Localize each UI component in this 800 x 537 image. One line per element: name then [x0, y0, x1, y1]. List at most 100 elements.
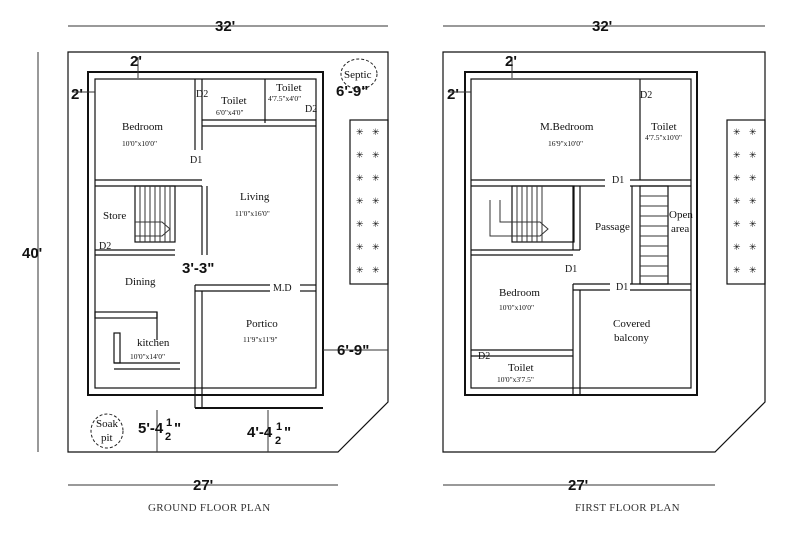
svg-text:✳: ✳	[372, 265, 380, 275]
first-mbedroom-size: 16'9"x10'0"	[548, 139, 583, 148]
first-toilet1-label: Toilet	[651, 121, 677, 133]
first-dim-bottom: 27'	[568, 477, 588, 494]
first-toilet2-label: Toilet	[508, 362, 534, 374]
svg-text:✳: ✳	[733, 196, 741, 206]
svg-text:✳: ✳	[733, 127, 741, 137]
svg-text:✳: ✳	[372, 150, 380, 160]
first-passage-label: Passage	[595, 221, 630, 233]
first-toilet2-size: 10'0"x3'7.5"	[497, 375, 534, 384]
ground-dim-top: 32'	[215, 18, 235, 35]
septic-tank	[340, 58, 378, 90]
svg-text:✳: ✳	[749, 219, 757, 229]
ground-floor-caption: GROUND FLOOR PLAN	[148, 502, 270, 514]
first-balcony-line2: balcony	[614, 332, 649, 344]
first-floor-caption: FIRST FLOOR PLAN	[575, 502, 680, 514]
svg-text:✳: ✳	[356, 173, 364, 183]
ground-living-label: Living	[240, 191, 270, 203]
svg-text:✳: ✳	[749, 173, 757, 183]
ground-door-d2-b: D2	[305, 104, 317, 115]
ground-dim-bottom-left: 5'-4 1 2 "	[138, 417, 181, 443]
ground-garden-strip	[349, 119, 389, 285]
ground-dim-bottom: 27'	[193, 477, 213, 494]
first-dim-inner-left: 2'	[447, 86, 459, 103]
ground-dim-inner-top: 2'	[130, 53, 142, 70]
first-dim-top: 32'	[592, 18, 612, 35]
ground-door-md: M.D	[273, 283, 292, 294]
first-plot-boundary	[442, 51, 766, 453]
first-toilet1-size: 4'7.5"x10'0"	[645, 133, 682, 142]
ground-door-d2-a: D2	[196, 89, 208, 100]
first-open-area-line2: area	[671, 223, 689, 235]
ground-toilet1-label: Toilet	[221, 95, 247, 107]
svg-text:✳: ✳	[356, 219, 364, 229]
svg-text:": "	[284, 424, 291, 441]
svg-text:✳: ✳	[749, 265, 757, 275]
svg-text:✳: ✳	[372, 196, 380, 206]
first-mbedroom-label: M.Bedroom	[540, 121, 594, 133]
ground-portico-label: Portico	[246, 318, 278, 330]
first-staircase	[489, 186, 549, 242]
soak-pit	[90, 413, 124, 449]
svg-text:1: 1	[276, 421, 282, 433]
svg-text:✳: ✳	[749, 150, 757, 160]
first-door-d2-b: D2	[478, 351, 490, 362]
first-outer-wall	[464, 71, 698, 396]
ground-kitchen-size: 10'0"x14'0"	[130, 352, 165, 361]
first-floor-plan: 32' 2' 2' M.Bedroom 16'9"x10'0" D2 Toile…	[442, 18, 766, 514]
ground-dim-middle: 3'-3"	[182, 260, 214, 277]
svg-text:1: 1	[166, 417, 172, 429]
ground-door-d1: D1	[190, 155, 202, 166]
soak-pit-line2: pit	[101, 432, 113, 444]
svg-text:✳: ✳	[356, 242, 364, 252]
svg-text:✳: ✳	[733, 173, 741, 183]
svg-text:4'-4: 4'-4	[247, 424, 273, 441]
ground-door-d2-c: D2	[99, 241, 111, 252]
svg-text:✳: ✳	[733, 150, 741, 160]
svg-text:5'-4: 5'-4	[138, 420, 164, 437]
ground-toilet2-label: Toilet	[276, 82, 302, 94]
ground-dim-side: 40'	[22, 245, 42, 262]
ground-plant-icons: ✳✳ ✳✳ ✳✳ ✳✳ ✳✳ ✳✳ ✳✳	[356, 127, 380, 275]
ground-toilet1-size: 6'0"x4'0"	[216, 108, 244, 117]
svg-text:2: 2	[165, 431, 171, 443]
ground-bedroom-size: 10'0"x10'0"	[122, 139, 157, 148]
first-door-d1-c: D1	[616, 282, 628, 293]
svg-text:✳: ✳	[733, 265, 741, 275]
first-garden-strip	[726, 119, 766, 285]
first-door-d1-b: D1	[565, 264, 577, 275]
svg-text:✳: ✳	[356, 196, 364, 206]
svg-text:✳: ✳	[749, 196, 757, 206]
ground-dining-label: Dining	[125, 276, 156, 288]
ground-plot-boundary	[67, 51, 389, 453]
svg-text:✳: ✳	[733, 242, 741, 252]
first-open-area-line1: Open	[669, 209, 693, 221]
svg-text:✳: ✳	[733, 219, 741, 229]
first-open-stair	[640, 195, 668, 277]
ground-dim-inner-left: 2'	[71, 86, 83, 103]
svg-text:✳: ✳	[749, 127, 757, 137]
first-bedroom-size: 10'0"x10'0"	[499, 303, 534, 312]
soak-pit-line1: Soak	[96, 418, 119, 430]
ground-outer-wall	[87, 71, 324, 396]
ground-toilet2-size: 4'7.5"x4'0"	[268, 94, 301, 103]
svg-text:": "	[174, 420, 181, 437]
svg-text:✳: ✳	[356, 150, 364, 160]
ground-floor-plan: 32' 40' 2' 2' Bedroom 10'0"x10'0" D1 D2 …	[22, 18, 389, 514]
svg-text:✳: ✳	[372, 173, 380, 183]
svg-text:✳: ✳	[372, 127, 380, 137]
ground-dim-right-top: 6'-9"	[336, 83, 368, 100]
svg-text:✳: ✳	[356, 127, 364, 137]
first-door-d2-a: D2	[640, 90, 652, 101]
svg-text:✳: ✳	[749, 242, 757, 252]
septic-label: Septic	[344, 69, 372, 81]
ground-store-label: Store	[103, 210, 126, 222]
ground-portico-size: 11'9"x11'9"	[243, 335, 278, 344]
first-balcony-line1: Covered	[613, 318, 651, 330]
ground-bedroom-label: Bedroom	[122, 121, 163, 133]
first-door-d1-a: D1	[612, 175, 624, 186]
svg-text:✳: ✳	[372, 219, 380, 229]
first-bedroom-label: Bedroom	[499, 287, 540, 299]
svg-text:✳: ✳	[356, 265, 364, 275]
svg-text:2: 2	[275, 435, 281, 447]
